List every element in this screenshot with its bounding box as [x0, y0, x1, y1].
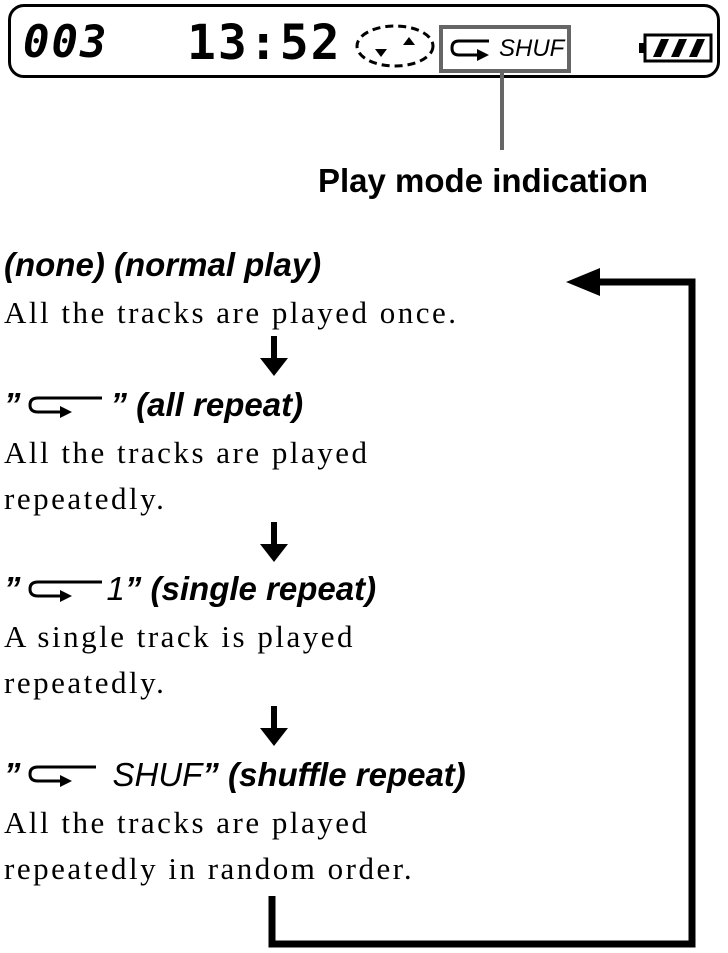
play-mode-highlight: SHUF [439, 25, 571, 73]
elapsed-time: 13:52 [187, 15, 342, 71]
track-number: 003 [23, 17, 109, 68]
desc-line: All the tracks are played [4, 805, 370, 840]
open-quote: ” [4, 756, 21, 793]
play-mode-heading: Play mode indication [318, 162, 649, 199]
disc-icon [355, 24, 435, 68]
open-quote: ” [4, 386, 21, 423]
mode-shuffle-repeat-label: (shuffle repeat) [228, 756, 466, 793]
mode-all-repeat-title: ” ” (all repeat) [4, 386, 303, 424]
repeat-icon-mode-2 [28, 396, 102, 418]
repeat-arrow-icon [450, 39, 489, 61]
desc-line: All the tracks are played once. [4, 295, 459, 330]
down-arrow-3 [260, 706, 288, 746]
mode-normal-description: All the tracks are played once. [4, 290, 459, 336]
desc-line: A single track is played [4, 619, 355, 654]
mode-shuffle-repeat-description: All the tracks are played repeatedly in … [4, 800, 414, 892]
open-quote: ” [4, 570, 21, 607]
close-quote: ” [202, 756, 229, 793]
down-arrow-1 [260, 336, 288, 376]
mode-shuffle-repeat-title: ”SHUF” (shuffle repeat) [4, 756, 466, 794]
mode-all-repeat-description: All the tracks are played repeatedly. [4, 430, 369, 522]
mode-shuffle-suffix: SHUF [112, 756, 203, 793]
repeat-icon-mode-4 [28, 765, 96, 787]
mode-normal-label: (none) (normal play) [4, 246, 322, 283]
mode-single-suffix: 1 [106, 570, 125, 607]
play-mode-text: SHUF [499, 35, 565, 62]
mode-single-repeat-label: (single repeat) [150, 570, 377, 607]
desc-line: All the tracks are played [4, 435, 370, 470]
desc-line: repeatedly in random order. [4, 851, 415, 886]
close-quote: ” [124, 570, 151, 607]
mode-single-repeat-description: A single track is played repeatedly. [4, 614, 355, 706]
down-arrow-2 [260, 522, 288, 562]
battery-icon [639, 33, 713, 63]
desc-line: repeatedly. [4, 481, 167, 516]
close-quote: ” [110, 386, 137, 423]
loop-back-line [268, 278, 696, 948]
desc-line: repeatedly. [4, 665, 167, 700]
mode-all-repeat-label: (all repeat) [136, 386, 304, 423]
mode-normal-title: (none) (normal play) [4, 246, 321, 284]
repeat-icon-mode-3 [28, 580, 102, 602]
lcd-display: 003 13:52 SHUF [8, 4, 720, 78]
loop-back-arrowhead [566, 268, 600, 296]
mode-single-repeat-title: ”1” (single repeat) [4, 570, 376, 608]
